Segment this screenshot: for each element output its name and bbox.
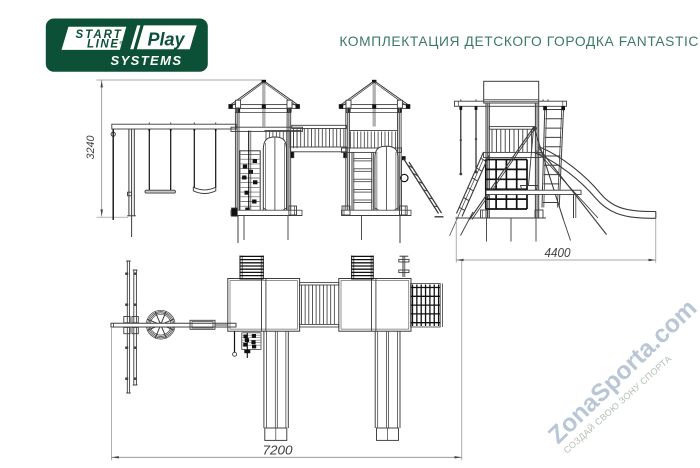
svg-text:Play: Play bbox=[148, 29, 186, 49]
svg-text:4400: 4400 bbox=[545, 245, 572, 260]
svg-text:КОМПЛЕКТАЦИЯ ДЕТСКОГО ГОРОДКА: КОМПЛЕКТАЦИЯ ДЕТСКОГО ГОРОДКА FANTASTIC bbox=[339, 34, 699, 49]
svg-text:ZonaSporta.com: ZonaSporta.com bbox=[543, 295, 700, 450]
svg-text:7200: 7200 bbox=[263, 443, 294, 458]
svg-text:®: ® bbox=[120, 40, 124, 46]
svg-text:START: START bbox=[76, 29, 123, 41]
svg-text:3240: 3240 bbox=[85, 135, 97, 160]
svg-text:SYSTEMS: SYSTEMS bbox=[111, 53, 183, 68]
svg-text:LINE: LINE bbox=[87, 38, 120, 50]
